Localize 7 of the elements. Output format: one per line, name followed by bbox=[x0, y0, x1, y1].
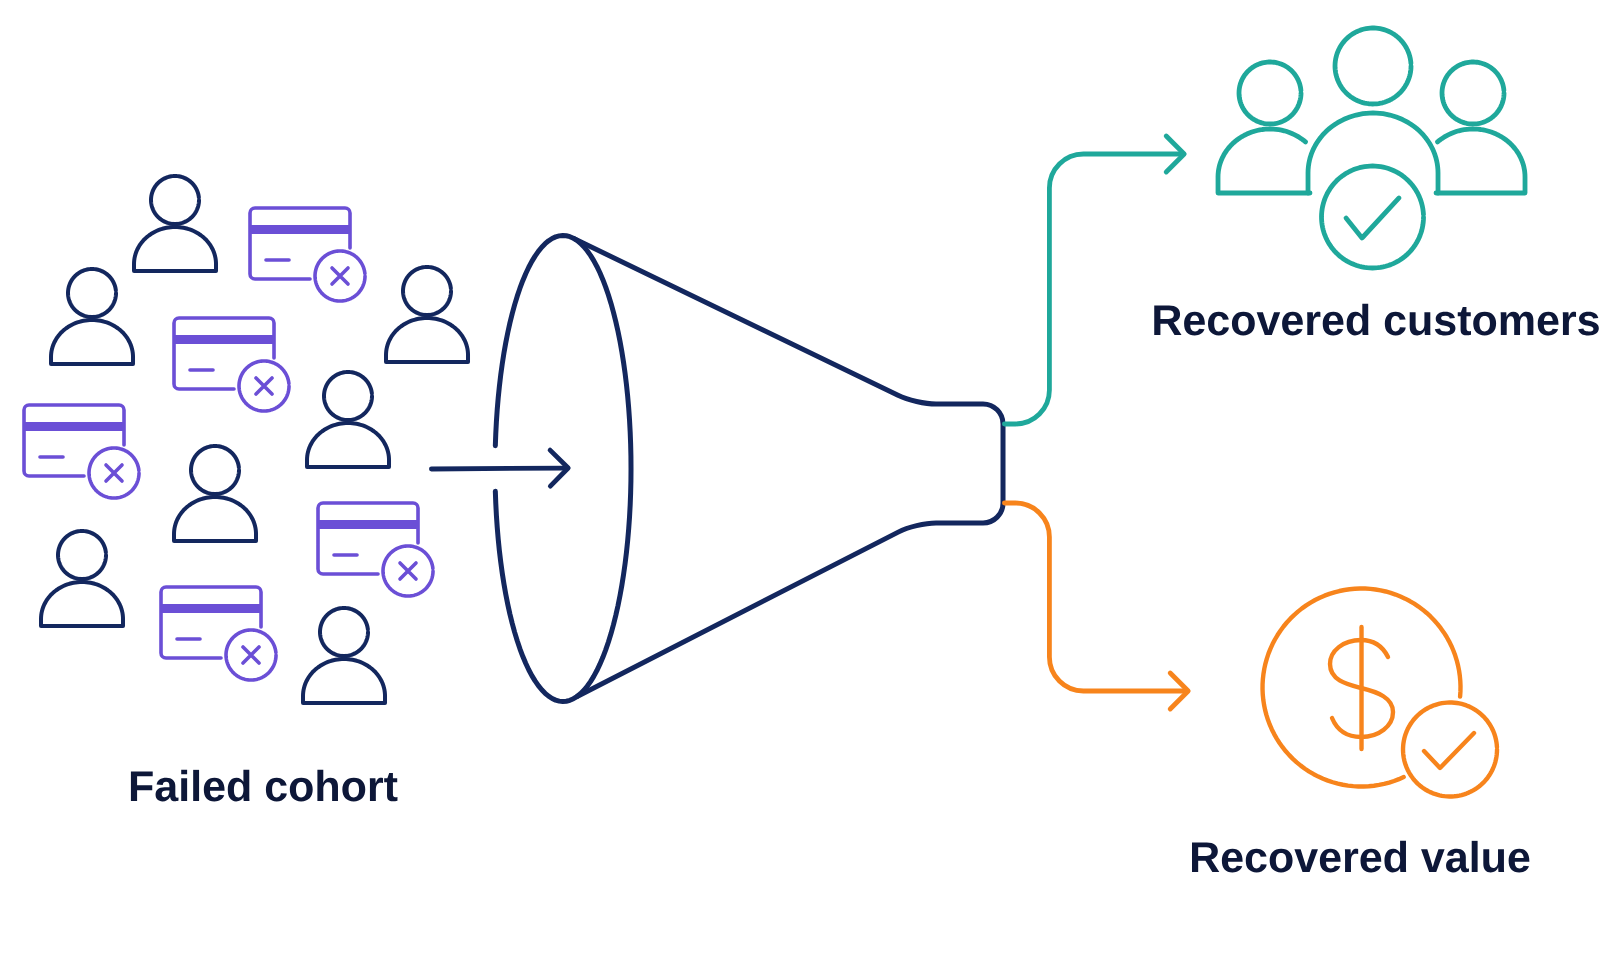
arrow bbox=[1002, 133, 1187, 427]
node-label: Recovered customers bbox=[1154, 303, 1599, 336]
funnel bbox=[492, 233, 1006, 704]
node-label: Failed cohort bbox=[130, 769, 398, 802]
arrow bbox=[429, 447, 571, 489]
arrow bbox=[1002, 500, 1191, 712]
node-label: Recovered value bbox=[1192, 840, 1530, 873]
